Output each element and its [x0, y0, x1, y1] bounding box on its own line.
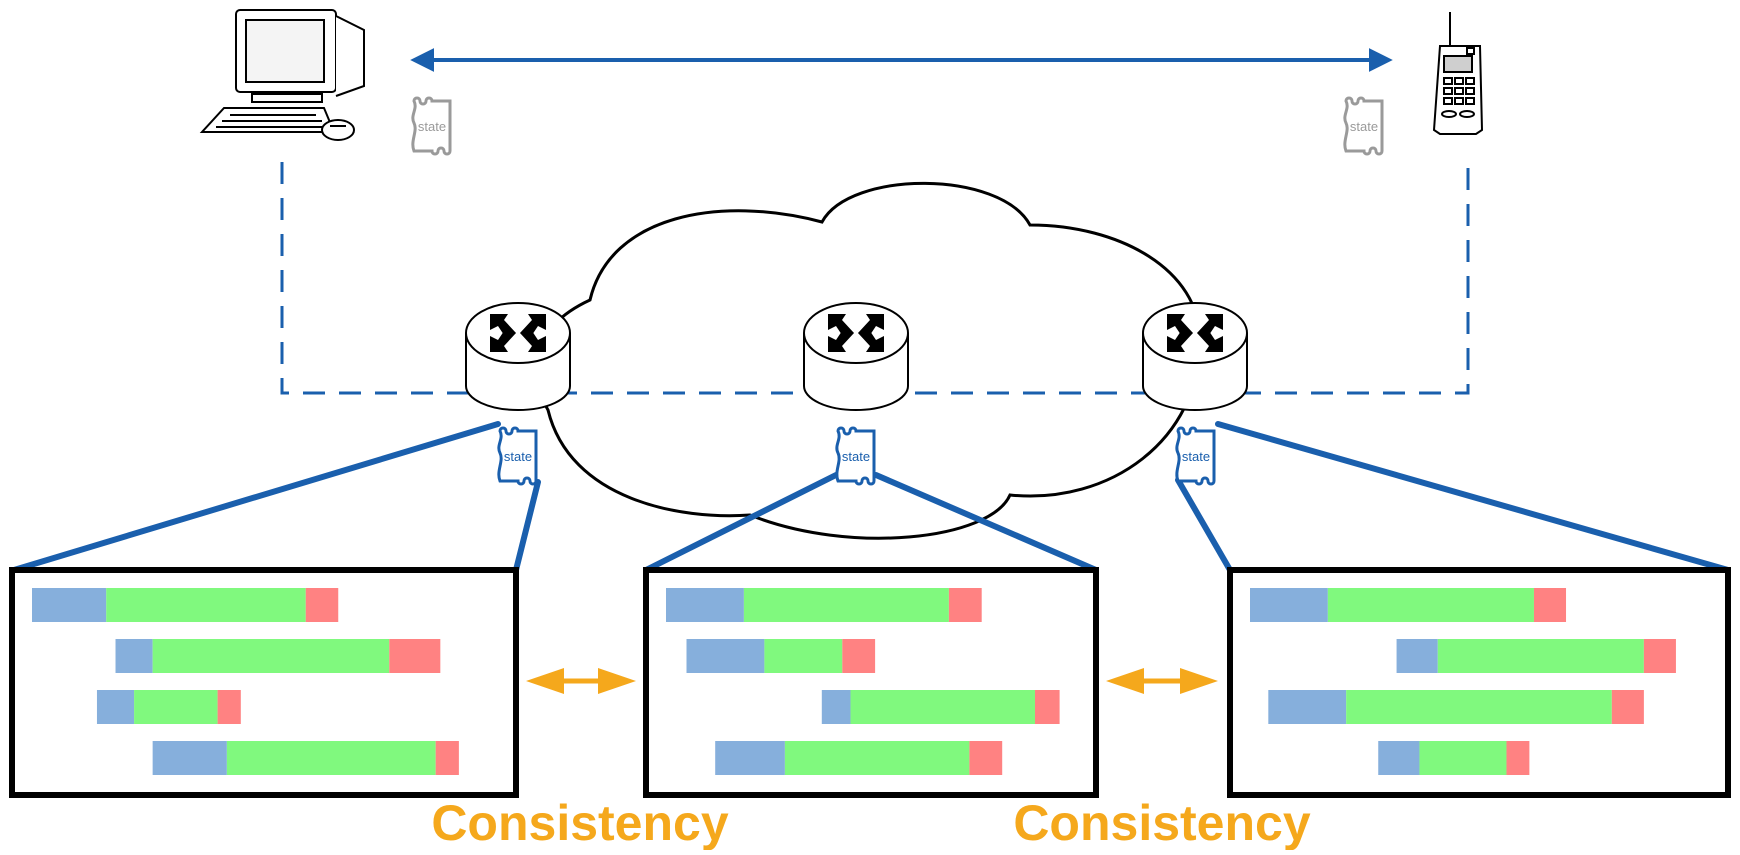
bar-segment-blue: [821, 690, 851, 724]
bar-segment-red: [1035, 690, 1060, 724]
timeline-bar: [1378, 741, 1530, 775]
bar-segment-blue: [152, 741, 227, 775]
bar-segment-green: [106, 588, 306, 622]
router-left-icon: [465, 302, 571, 411]
bar-segment-green: [1327, 588, 1534, 622]
bar-segment-red: [1611, 690, 1644, 724]
bar-segment-red: [305, 588, 339, 622]
bar-segment-green: [1346, 690, 1612, 724]
state-label: state: [842, 449, 870, 464]
bar-segment-red: [969, 741, 1003, 775]
bar-segment-green: [226, 741, 436, 775]
zoom-lines: [11, 421, 1731, 573]
state-tag-phone: state: [1343, 96, 1384, 156]
bar-segment-red: [1643, 639, 1676, 673]
timeline-bar: [152, 741, 459, 775]
state-label: state: [1182, 449, 1210, 464]
bar-segment-green: [764, 639, 843, 673]
timeline-bar: [1250, 588, 1567, 622]
bar-segment-blue: [715, 741, 785, 775]
bar-segment-red: [1533, 588, 1567, 622]
bar-segment-green: [850, 690, 1035, 724]
bar-segment-red: [1506, 741, 1530, 775]
bar-segment-blue: [666, 588, 744, 622]
computer-icon: [199, 9, 365, 141]
state-label: state: [504, 449, 532, 464]
bar-segment-blue: [32, 588, 107, 622]
consistency-arrow-right: [1106, 668, 1218, 694]
timeline-bar: [32, 588, 339, 622]
bar-segment-red: [217, 690, 241, 724]
bar-segment-green: [743, 588, 949, 622]
consistency-label-right: Consistency: [1013, 795, 1311, 850]
bar-segment-blue: [1250, 588, 1328, 622]
state-tag-computer: state: [411, 96, 452, 156]
state-tag-router-left: state: [497, 426, 538, 486]
state-tag-router-center: state: [835, 426, 876, 486]
timeline-bar: [821, 690, 1060, 724]
timeline-bar: [115, 639, 441, 673]
bar-segment-red: [435, 741, 459, 775]
bar-segment-green: [1437, 639, 1644, 673]
bar-segment-green: [152, 639, 390, 673]
bar-segment-red: [842, 639, 876, 673]
bar-segment-red: [389, 639, 441, 673]
network-path: [280, 160, 1470, 395]
timeline-bar: [715, 741, 1003, 775]
bar-segment-blue: [1378, 741, 1420, 775]
consistency-arrow-left: [526, 668, 636, 694]
phone-icon: [1432, 12, 1484, 135]
router-right-icon: [1142, 302, 1248, 411]
state-tag-router-right: state: [1175, 426, 1216, 486]
state-panel: [9, 567, 519, 798]
state-label: state: [418, 119, 446, 134]
bar-segment-blue: [96, 690, 135, 724]
bar-segment-green: [1419, 741, 1507, 775]
timeline-bar: [96, 690, 241, 724]
timeline-bar: [666, 588, 982, 622]
timeline-bar: [1268, 690, 1644, 724]
bar-segment-blue: [1396, 639, 1438, 673]
bar-segment-blue: [115, 639, 153, 673]
timeline-bar: [1396, 639, 1676, 673]
state-panel: [1227, 567, 1731, 798]
consistency-label-left: Consistency: [431, 795, 729, 850]
state-label: state: [1350, 119, 1378, 134]
bar-segment-green: [784, 741, 970, 775]
bar-segment-blue: [686, 639, 765, 673]
timeline-bar: [686, 639, 876, 673]
bar-segment-blue: [1268, 690, 1347, 724]
state-panel: [643, 567, 1099, 798]
bar-segment-red: [948, 588, 982, 622]
bar-segment-green: [134, 690, 218, 724]
router-center-icon: [803, 302, 909, 411]
